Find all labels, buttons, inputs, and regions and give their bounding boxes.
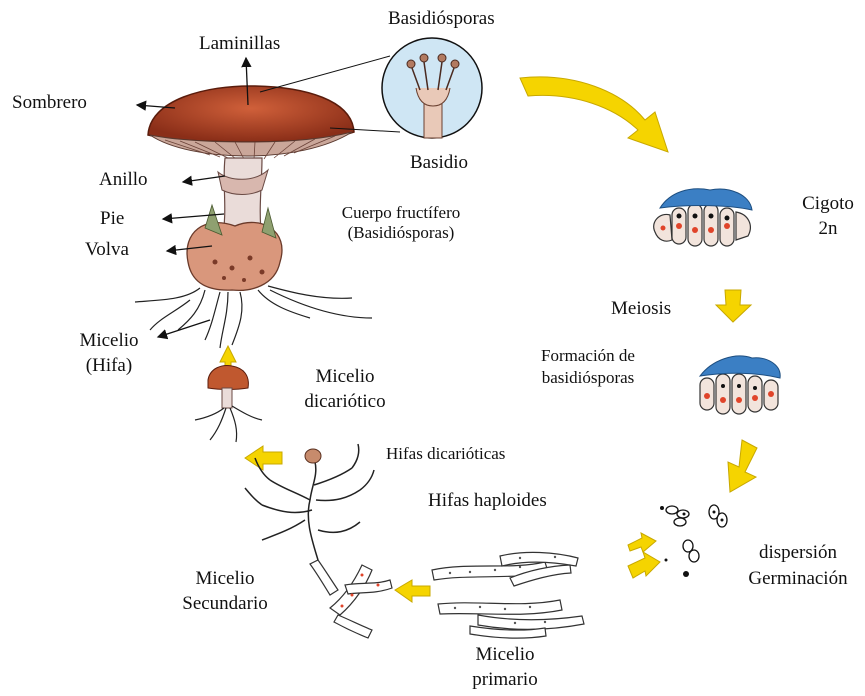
spore-icon: [660, 505, 727, 577]
label-anillo: Anillo: [99, 169, 148, 191]
label-sombrero: Sombrero: [12, 92, 87, 114]
hypha-icon: [432, 552, 584, 638]
label-volva: Volva: [85, 239, 129, 261]
label-micelio-secundario: Micelio Secundario: [165, 568, 285, 615]
label-micelio-dicariotico: Micelio dicariótico: [290, 366, 400, 413]
label-formacion-basidiosporas: Formación de basidiósporas: [518, 346, 658, 387]
label-pie: Pie: [100, 208, 124, 230]
label-micelio-hifa: Micelio (Hifa): [64, 330, 154, 377]
label-micelio-primario: Micelio primario: [455, 644, 555, 691]
basidiospore-cluster-icon: [700, 356, 780, 414]
label-hifas-haploides: Hifas haploides: [428, 490, 547, 512]
label-basidiosporas: Basidiósporas: [388, 8, 495, 30]
small-mushroom-icon: [195, 366, 262, 442]
label-laminillas: Laminillas: [199, 33, 280, 55]
zygote-cluster-icon: [654, 189, 752, 246]
label-cuerpo-fructifero: Cuerpo fructífero (Basidiósporas): [322, 203, 480, 242]
label-hifas-dicarioticas: Hifas dicarióticas: [386, 444, 505, 464]
label-meiosis: Meiosis: [611, 298, 671, 320]
label-cigoto: Cigoto 2n: [793, 193, 863, 240]
label-dispersion-germinacion: dispersión Germinación: [735, 542, 861, 590]
label-basidio: Basidio: [410, 152, 468, 174]
